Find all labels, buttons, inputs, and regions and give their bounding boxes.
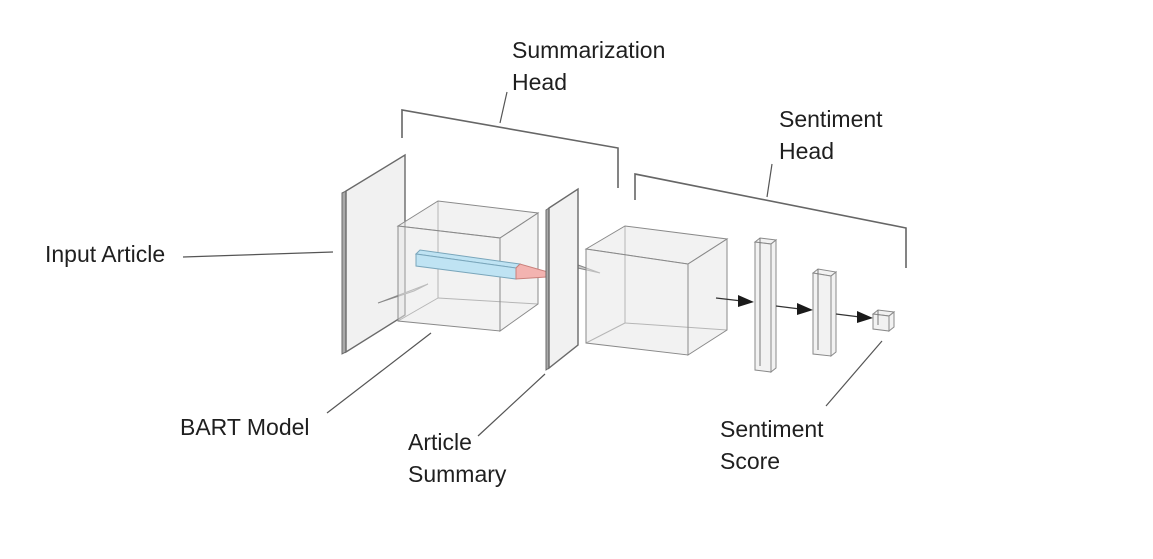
arrow-to-output <box>835 311 873 323</box>
summarization-head-bracket <box>401 91 619 188</box>
arrow-to-dense-2 <box>775 303 813 315</box>
sentiment-score-leader <box>825 340 883 407</box>
arrow-to-dense-1 <box>715 295 754 307</box>
input-article-label: Input Article <box>45 241 165 267</box>
dense-layer-1 <box>753 237 778 374</box>
article-summary-plate <box>477 187 579 437</box>
bart-model-leader <box>326 332 432 414</box>
dense-layer-2 <box>811 268 838 358</box>
article-summary-label: Article Summary <box>408 429 507 487</box>
bart-model-label: BART Model <box>180 414 310 440</box>
sentiment-head-cube <box>584 225 729 356</box>
sentiment-score-label: Sentiment Score <box>720 416 830 474</box>
summarization-head-label: Summarization Head <box>512 37 672 95</box>
sentiment-head-label: Sentiment Head <box>779 106 889 164</box>
sentiment-score-cube <box>871 309 896 333</box>
input-article-plate <box>182 153 406 355</box>
sentiment-head-bracket <box>634 163 907 268</box>
